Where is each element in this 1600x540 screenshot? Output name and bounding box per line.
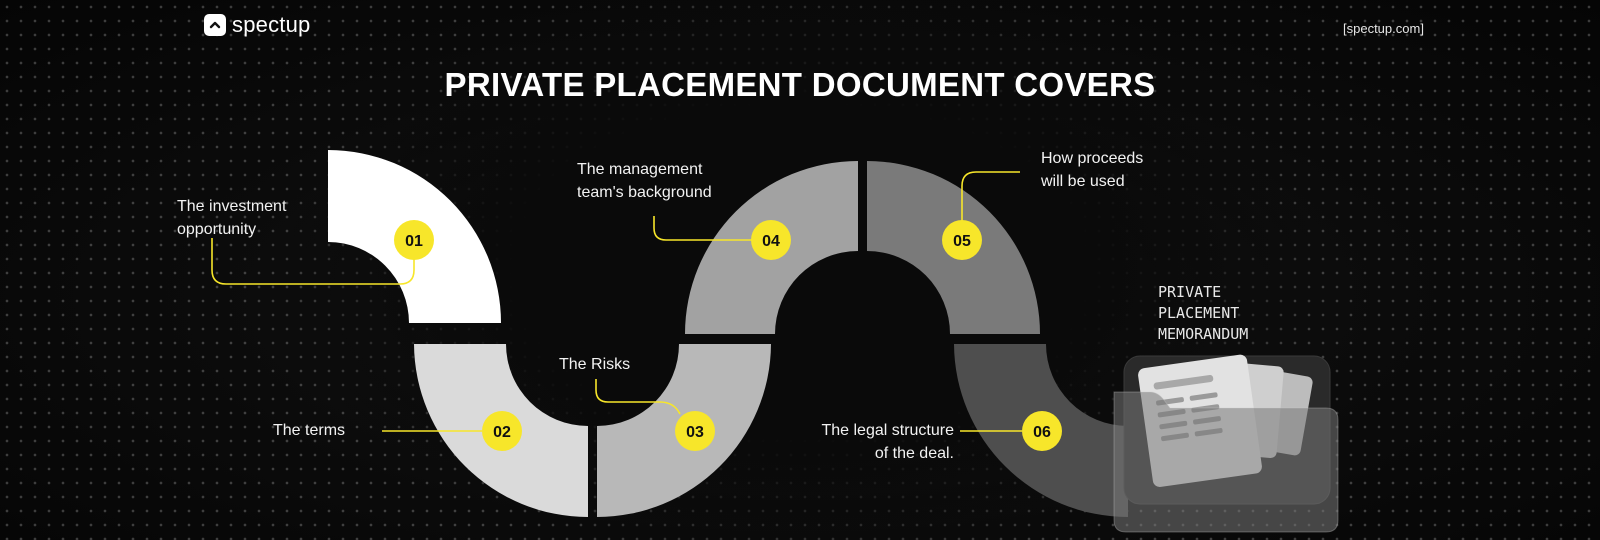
label-line: of the deal. [874, 445, 954, 462]
label-step-01: The investment opportunity [177, 195, 286, 241]
step-marker-03: 03 [675, 411, 715, 451]
marker-circle [482, 411, 522, 451]
step-marker-04: 04 [751, 220, 791, 260]
chevron-up-icon [204, 14, 226, 36]
step-marker-06: 06 [1022, 411, 1062, 451]
connector-01 [211, 238, 415, 285]
document-label: PRIVATE PLACEMENT MEMORANDUM [1158, 282, 1248, 345]
label-line: The terms [273, 422, 346, 439]
label-line: The investment [177, 198, 287, 215]
folder-documents-icon [1113, 354, 1339, 533]
document-label-line: PLACEMENT [1158, 304, 1240, 322]
site-url: [spectup.com] [1343, 21, 1424, 36]
step-marker-05: 05 [942, 220, 982, 260]
connector-04 [653, 216, 752, 241]
label-step-04: The management team's background [577, 158, 712, 204]
label-step-03: The Risks [559, 353, 630, 376]
marker-circle [394, 220, 434, 260]
connector-03 [595, 379, 681, 415]
label-step-06: The legal structure of the deal. [790, 419, 954, 465]
step-marker-01: 01 [394, 220, 434, 260]
step-number: 05 [953, 233, 971, 250]
marker-circle [675, 411, 715, 451]
connector-lines [211, 171, 1022, 432]
brand-logo: spectup [204, 12, 310, 38]
step-number: 02 [493, 424, 511, 441]
document-label-line: MEMORANDUM [1158, 325, 1249, 343]
step-number: 03 [686, 424, 704, 441]
label-line: The Risks [559, 356, 631, 373]
step-number: 06 [1033, 424, 1051, 441]
label-line: opportunity [177, 221, 257, 238]
label-line: How proceeds [1041, 150, 1144, 167]
marker-circle [942, 220, 982, 260]
label-line: team's background [577, 184, 712, 201]
label-step-05: How proceeds will be used [1041, 147, 1143, 193]
label-line: The legal structure [821, 422, 954, 439]
step-number: 01 [405, 233, 423, 250]
connector-05 [961, 171, 1020, 222]
label-line: The management [577, 161, 703, 178]
label-line: will be used [1041, 173, 1125, 190]
label-step-02: The terms [273, 419, 345, 442]
step-marker-02: 02 [482, 411, 522, 451]
marker-circle [751, 220, 791, 260]
brand-name: spectup [232, 12, 311, 37]
marker-circle [1022, 411, 1062, 451]
step-number: 04 [762, 233, 780, 250]
document-label-line: PRIVATE [1158, 283, 1222, 301]
page-title: PRIVATE PLACEMENT DOCUMENT COVERS [444, 66, 1156, 103]
